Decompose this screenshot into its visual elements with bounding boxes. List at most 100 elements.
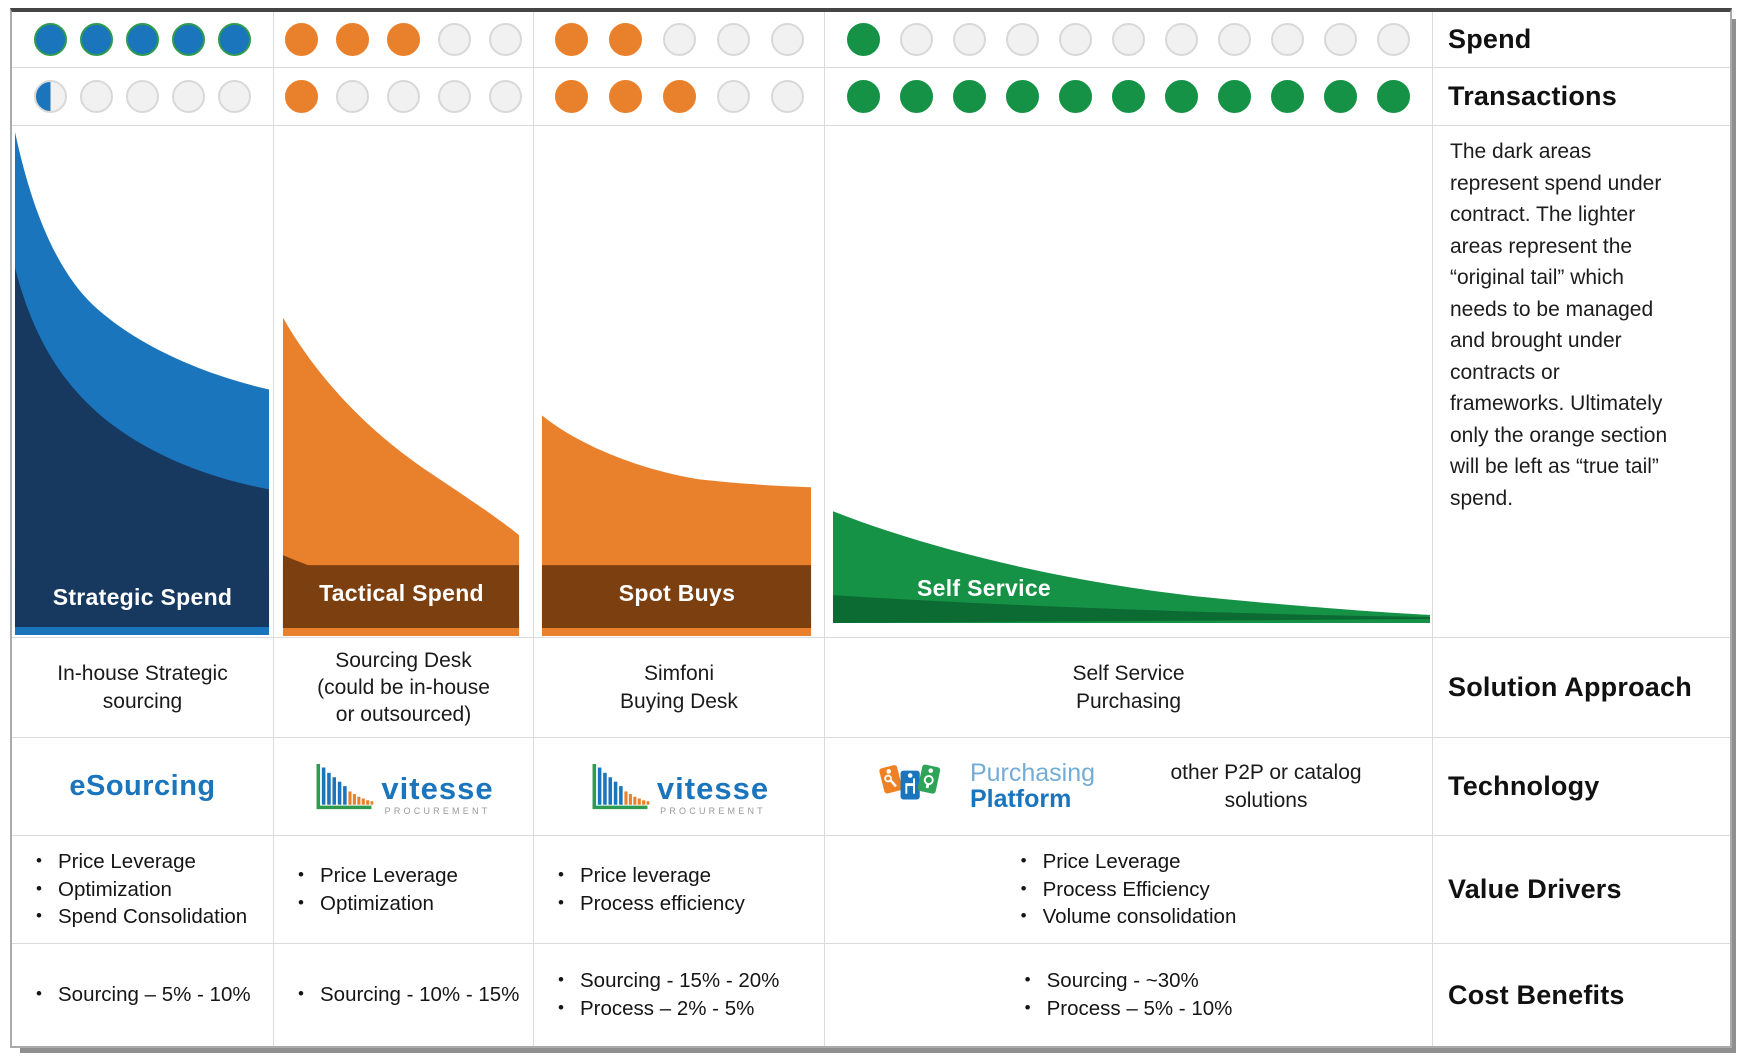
value-drivers-self-service: •Price Leverage•Process Efficiency•Volum… bbox=[825, 836, 1433, 944]
value-drivers-strategic: • Price Leverage • Optimization•Spend Conso… bbox=[12, 836, 274, 944]
dot-filled bbox=[285, 80, 318, 113]
bullet-item: •Sourcing - ~30% bbox=[1025, 967, 1233, 995]
bullet-list: • Price leverage •Process efficiency bbox=[558, 862, 745, 917]
tactical-spend-curve bbox=[282, 317, 520, 637]
bullet-text: Optimization bbox=[58, 877, 172, 901]
value-drivers-row-label-text: Value Drivers bbox=[1448, 874, 1622, 904]
dot-empty bbox=[489, 23, 522, 56]
bullet-item: • Price Leverage bbox=[36, 848, 247, 876]
dot-empty bbox=[218, 80, 251, 113]
self-service-curve bbox=[832, 511, 1431, 624]
tail-spend-diagram: Spend Transactions Strategic Spend Tacti… bbox=[10, 8, 1732, 1048]
bullet-icon: • bbox=[558, 892, 564, 912]
dot-filled bbox=[172, 23, 205, 56]
bullet-text: Volume consolidation bbox=[1042, 905, 1237, 929]
dot-filled bbox=[80, 23, 113, 56]
bullet-text: Optimization bbox=[320, 891, 434, 915]
dot-empty bbox=[1165, 23, 1198, 56]
text-line: sourcing bbox=[102, 689, 183, 713]
purchasing-platform-logo: Purchasing Platform bbox=[866, 756, 1095, 818]
dot-empty bbox=[80, 80, 113, 113]
bullet-icon: • bbox=[1024, 998, 1031, 1017]
bullet-text: Price Leverage bbox=[320, 863, 458, 887]
bullet-list: • Price Leverage • Optimization•Spend Conso… bbox=[36, 848, 247, 931]
dot-filled bbox=[608, 80, 642, 113]
bullet-item: • Sourcing - 15% - 20% bbox=[558, 967, 779, 995]
vitesse-sub-text: PROCUREMENT bbox=[660, 805, 766, 816]
dot-empty bbox=[1218, 23, 1251, 56]
technology-self-service: Purchasing Platform other P2P or catalog… bbox=[825, 738, 1433, 836]
value-drivers-row-label: Value Drivers bbox=[1433, 836, 1730, 944]
text-line: In-house Strategic bbox=[57, 662, 228, 686]
text-line: Simfoni bbox=[643, 662, 715, 686]
spend-dots-self-service bbox=[825, 12, 1433, 68]
bullet-text: Process Efficiency bbox=[1042, 877, 1210, 901]
dot-empty bbox=[1377, 23, 1410, 56]
bullet-item: • Optimization bbox=[298, 890, 458, 918]
vitesse-logo: vitesse PROCUREMENT bbox=[313, 758, 493, 816]
platform-text: Platform bbox=[969, 784, 1072, 813]
technology-tactical: vitesse PROCUREMENT bbox=[274, 738, 534, 836]
bullet-list: •Sourcing - 10% - 15% bbox=[298, 981, 519, 1009]
bullet-text: Price Leverage bbox=[58, 849, 196, 873]
legend-description-text: The dark areas represent spend under con… bbox=[1450, 140, 1668, 510]
cost-benefits-row-label-text: Cost Benefits bbox=[1448, 979, 1625, 1010]
spend-dots-tactical bbox=[274, 12, 534, 68]
bullet-icon: • bbox=[36, 984, 42, 1004]
technology-row-label-text: Technology bbox=[1448, 771, 1600, 801]
bullet-icon: • bbox=[36, 850, 42, 870]
vitesse-bars-icon bbox=[592, 763, 650, 809]
cost-benefits-self-service: •Sourcing - ~30%•Process – 5% - 10% bbox=[825, 944, 1433, 1046]
area-label-spot-buys: Spot Buys bbox=[618, 580, 736, 606]
bullet-item: • Price Leverage bbox=[298, 862, 458, 890]
spend-dots-spot-buys bbox=[534, 12, 825, 68]
bullet-item: •Volume consolidation bbox=[1021, 903, 1237, 931]
transactions-row-label: Transactions bbox=[1433, 68, 1730, 126]
vitesse-sub-text: PROCUREMENT bbox=[384, 805, 491, 816]
bullet-list: • Price Leverage • Optimization bbox=[298, 862, 458, 917]
dot-empty bbox=[716, 80, 750, 113]
bullet-item: •Process efficiency bbox=[558, 890, 745, 918]
cost-benefits-strategic: •Sourcing – 5% - 10% bbox=[12, 944, 274, 1046]
dot-filled bbox=[662, 80, 696, 113]
dot-filled bbox=[34, 23, 67, 56]
bullet-item: • Price leverage bbox=[558, 862, 745, 890]
bullet-item: •Sourcing - 10% - 15% bbox=[298, 981, 519, 1009]
bullet-text: Price leverage bbox=[580, 863, 712, 887]
esourcing-logo: eSourcing bbox=[69, 770, 216, 802]
bullet-item: •Spend Consolidation bbox=[36, 903, 247, 931]
dot-empty bbox=[489, 80, 522, 113]
transaction-dots-spot-buys bbox=[534, 68, 825, 126]
bullet-item: •Price Leverage bbox=[1021, 848, 1237, 876]
chart-self-service: Self Service bbox=[825, 126, 1433, 638]
bullet-icon: • bbox=[558, 998, 564, 1017]
transactions-row-label-text: Transactions bbox=[1448, 81, 1617, 111]
text-line: (could be in-house bbox=[317, 675, 490, 699]
dot-filled bbox=[847, 80, 880, 113]
bullet-text: Price Leverage bbox=[1042, 849, 1181, 873]
area-label-strategic-spend: Strategic Spend bbox=[52, 584, 233, 610]
bullet-icon: • bbox=[36, 906, 42, 926]
dot-filled bbox=[336, 23, 369, 56]
dot-filled bbox=[1112, 80, 1145, 113]
dot-empty bbox=[126, 80, 159, 113]
spot-buys-curve bbox=[541, 415, 812, 637]
bullet-item: •Process Efficiency bbox=[1021, 876, 1237, 904]
transaction-dots-self-service bbox=[825, 68, 1433, 126]
solution-strategic: In-house Strategic sourcing bbox=[12, 638, 274, 738]
vitesse-brand-text: vitesse bbox=[381, 770, 494, 806]
text-line: Self Service bbox=[1072, 662, 1185, 686]
dot-empty bbox=[1112, 23, 1145, 56]
bullet-icon: • bbox=[298, 892, 304, 912]
bullet-icon: • bbox=[558, 864, 564, 884]
bullet-icon: • bbox=[298, 864, 304, 884]
transaction-dots-strategic bbox=[12, 68, 274, 126]
bullet-text: Sourcing - 15% - 20% bbox=[580, 969, 780, 993]
dot-half-filled bbox=[34, 80, 67, 113]
vitesse-logo: vitesse PROCUREMENT bbox=[589, 758, 769, 816]
bullet-icon: • bbox=[558, 970, 564, 990]
bullet-item: •Sourcing – 5% - 10% bbox=[36, 981, 251, 1009]
dot-filled bbox=[1377, 80, 1410, 113]
dot-filled bbox=[285, 23, 318, 56]
spend-row-label: Spend bbox=[1433, 12, 1730, 68]
